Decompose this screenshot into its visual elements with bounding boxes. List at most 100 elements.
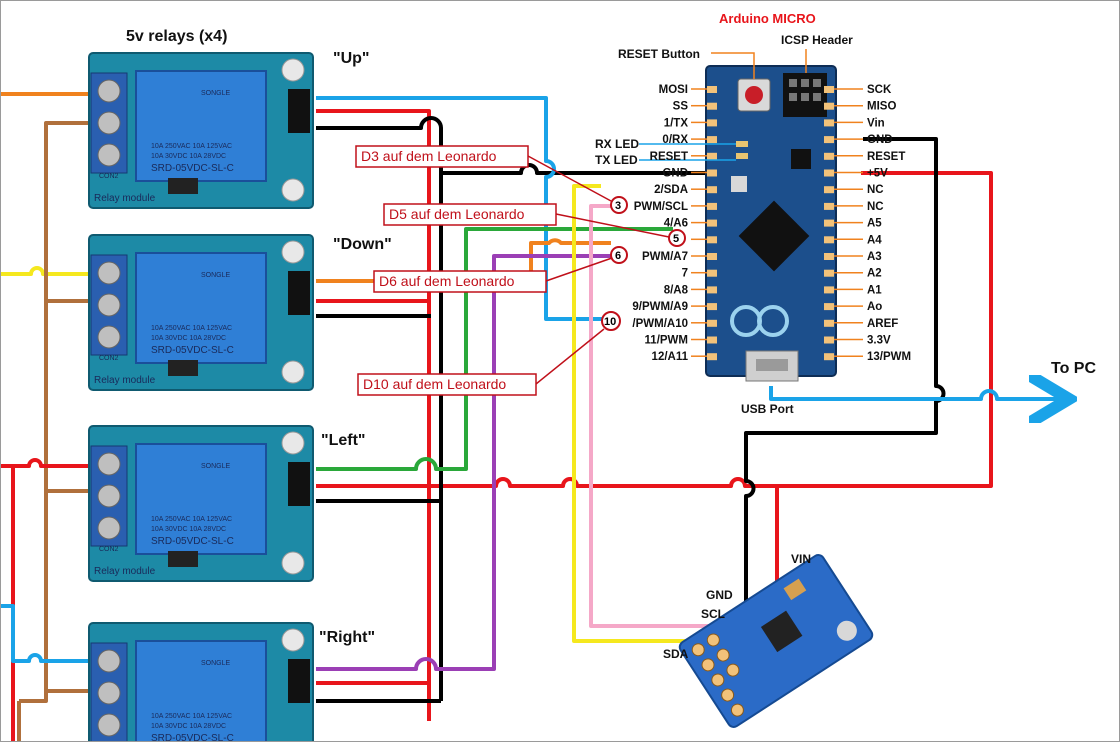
wire-black-gnd — [316, 116, 946, 703]
left-pin-label: 4/A6 — [664, 218, 688, 230]
right-pin-label: 13/PWM — [867, 351, 911, 363]
circled-pin-3: 3 — [615, 200, 621, 212]
header-pins — [288, 89, 310, 133]
led-leaders — [639, 143, 736, 161]
pin-pad — [824, 102, 834, 110]
header-pins — [288, 462, 310, 506]
right-pin-label: A5 — [867, 218, 882, 230]
relay-brand: SONGLE — [201, 272, 231, 279]
right-pin-label: NC — [867, 201, 884, 213]
sensor-module — [678, 554, 874, 728]
mount-hole — [281, 360, 305, 384]
relay-up-label: "Up" — [333, 50, 370, 67]
pin-pad — [707, 136, 717, 144]
pin-pad — [707, 319, 717, 327]
relay-rating-1: 10A 250VAC 10A 125VAC — [151, 325, 232, 332]
wire-yellow-left — [1, 266, 101, 276]
mcu-chip — [738, 200, 810, 272]
relay-rating-2: 10A 30VDC 10A 28VDC — [151, 723, 226, 730]
left-pin-label: MOSI — [659, 84, 688, 96]
relay-modules: SONGLE 10A 250VAC 10A 125VAC 10A 30VDC 10A… — [88, 52, 314, 742]
pin-pad — [824, 319, 834, 327]
pin-pad — [824, 303, 834, 311]
relay-body — [135, 70, 267, 182]
relay-model: SRD-05VDC-SL-C — [151, 163, 234, 174]
pin-pad — [707, 169, 717, 177]
pin-pad — [824, 169, 834, 177]
pin-pad — [707, 86, 717, 93]
right-pin-label: +5V — [867, 168, 888, 180]
screw-icon — [97, 293, 121, 317]
circled-pins: 3 5 6 10 — [601, 196, 686, 331]
right-pin-label: 3.3V — [867, 335, 891, 347]
circled-pin-6: 6 — [615, 250, 621, 262]
pin-pad — [707, 152, 717, 160]
wire-orange-down — [316, 238, 611, 283]
left-pin-label: 7 — [682, 268, 688, 280]
relay-body — [135, 640, 267, 741]
right-pin-label: NC — [867, 184, 884, 196]
relay-rating-1: 10A 250VAC 10A 125VAC — [151, 143, 232, 150]
wire-yellow-sda — [572, 184, 711, 643]
left-pin-label: RESET — [650, 151, 688, 163]
relay-rating-2: 10A 30VDC 10A 28VDC — [151, 335, 226, 342]
reset-leader — [711, 52, 755, 79]
annotation-d6: D6 auf dem Leonardo — [379, 273, 515, 289]
pin-pad — [707, 303, 717, 311]
annotations: D3 auf dem Leonardo D5 auf dem Leonardo … — [355, 145, 670, 396]
left-pin-labels: MOSISS1/TX0/RXRESETGND2/SDAPWM/SCL4/A6PW… — [632, 84, 707, 363]
relay-brand: SONGLE — [201, 660, 231, 667]
pin-pad — [707, 119, 717, 127]
relay-right-label: "Right" — [319, 629, 375, 646]
pin-pad — [824, 219, 834, 227]
pin-pad — [824, 186, 834, 194]
right-pin-label: MISO — [867, 101, 896, 113]
pin-pad — [707, 286, 717, 294]
con2-text: CON2 — [99, 546, 119, 553]
diode — [168, 360, 198, 376]
pin-pad — [824, 269, 834, 277]
header-pins — [288, 271, 310, 315]
left-pin-label: SS — [673, 101, 689, 113]
rx-led-label: RX LED — [595, 137, 639, 151]
pin-pad — [707, 336, 717, 344]
board-title: Arduino MICRO — [719, 11, 816, 26]
right-pin-label: A1 — [867, 284, 882, 296]
left-pin-label: /PWM/A10 — [632, 318, 688, 330]
to-pc-label: To PC — [1051, 360, 1096, 377]
screw-icon — [97, 516, 121, 540]
screw-icon — [97, 143, 121, 167]
left-pin-label: 12/A11 — [652, 351, 689, 363]
mount-hole — [281, 58, 305, 82]
right-pin-label: A4 — [867, 234, 882, 246]
circled-pin-5: 5 — [673, 233, 679, 245]
screw-icon — [97, 649, 121, 673]
left-pin-label: 1/TX — [664, 117, 689, 129]
right-pin-label: Vin — [867, 117, 885, 129]
sensor-sda-label: SDA — [663, 647, 689, 661]
relays-title: 5v relays (x4) — [126, 28, 227, 45]
relay-module-text: Relay module — [94, 193, 156, 204]
left-pin-label: 8/A8 — [664, 284, 689, 296]
pin-pad — [824, 202, 834, 210]
right-pin-label: AREF — [867, 318, 898, 330]
relay-model: SRD-05VDC-SL-C — [151, 733, 234, 742]
circled-pin-10: 10 — [604, 316, 616, 328]
relay-model: SRD-05VDC-SL-C — [151, 345, 234, 356]
mount-hole — [281, 178, 305, 202]
pin-pad — [824, 353, 834, 361]
pin-pad — [824, 286, 834, 294]
relay-module: SONGLE 10A 250VAC 10A 125VAC 10A 30VDC 10A… — [88, 234, 314, 391]
pin-pad — [707, 219, 717, 227]
relay-body — [135, 443, 267, 555]
tx-led-label: TX LED — [595, 153, 638, 167]
wire-usb — [769, 386, 1061, 399]
annotation-d3: D3 auf dem Leonardo — [361, 148, 497, 164]
screw-icon — [97, 111, 121, 135]
header-pins — [288, 659, 310, 703]
wire-pink-scl — [589, 204, 733, 628]
pin-pad — [824, 236, 834, 244]
wire-purple-right — [316, 254, 613, 671]
